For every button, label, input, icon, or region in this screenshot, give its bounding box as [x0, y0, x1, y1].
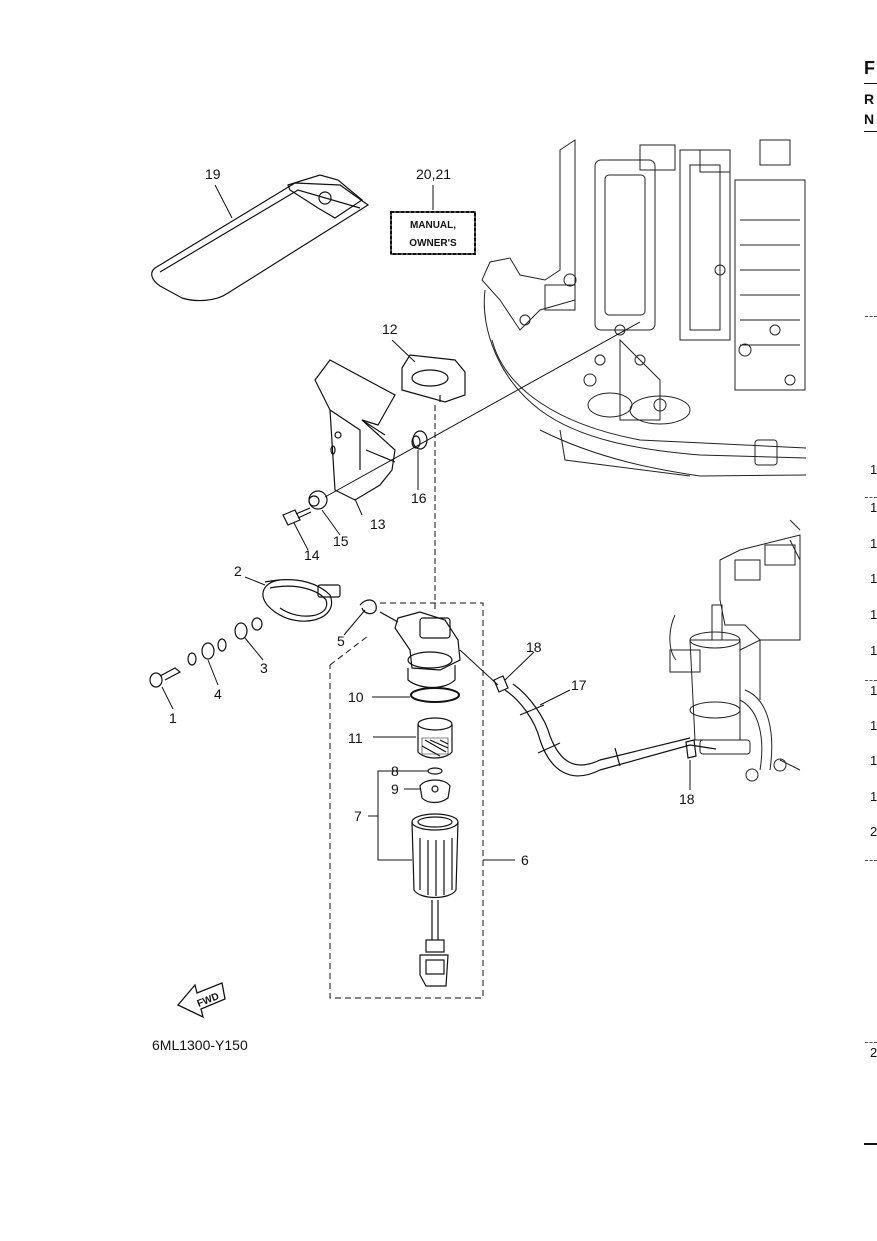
edge-number: 1 — [870, 571, 877, 586]
edge-letter-n: N — [864, 111, 875, 127]
assembly-6-outline — [329, 602, 484, 999]
edge-number: 1 — [870, 683, 877, 698]
o-ring-8-drawing — [427, 767, 443, 775]
filter-head-drawing — [379, 611, 461, 689]
callout-18-top: 18 — [526, 639, 542, 655]
callout-1: 1 — [169, 710, 177, 726]
edge-number: 1 — [870, 536, 877, 551]
fuel-pump-drawing — [669, 519, 801, 782]
callout-12: 12 — [382, 321, 398, 337]
o-ring-10-drawing — [410, 687, 460, 703]
callout-3: 3 — [260, 660, 268, 676]
callout-18-bottom: 18 — [679, 791, 695, 807]
callout-6: 6 — [521, 852, 529, 868]
callout-4: 4 — [214, 686, 222, 702]
union-4-drawing — [187, 638, 227, 666]
diagram-code: 6ML1300-Y150 — [152, 1037, 248, 1053]
callout-10: 10 — [348, 689, 364, 705]
edge-number: 2 — [870, 1045, 877, 1060]
edge-number: 1 — [870, 643, 877, 658]
edge-number: 1 — [870, 607, 877, 622]
edge-rule-3 — [864, 1143, 877, 1145]
callout-11: 11 — [348, 730, 363, 746]
edge-dash — [865, 860, 877, 861]
edge-number: 1 — [870, 462, 877, 477]
callout-14: 14 — [304, 547, 320, 563]
callout-20-21: 20,21 — [416, 166, 452, 182]
callout-16: 16 — [411, 490, 427, 506]
callout-13: 13 — [370, 516, 386, 532]
callout-19: 19 — [205, 166, 221, 182]
fwd-label: FWD — [196, 991, 221, 1010]
callout-9: 9 — [391, 781, 399, 797]
edge-number: 1 — [870, 753, 877, 768]
fuel-hose-2-drawing — [262, 579, 341, 622]
clip-5-drawing — [359, 599, 377, 615]
engine-block-drawing — [481, 139, 807, 477]
edge-rule — [864, 83, 877, 84]
edge-number: 2 — [870, 824, 877, 839]
edge-letter-f: F — [864, 58, 875, 78]
filter-bracket-drawing — [314, 359, 396, 501]
filter-cup-7-drawing — [411, 813, 459, 987]
callout-15: 15 — [333, 533, 349, 549]
callout-8: 8 — [391, 763, 399, 779]
callout-2: 2 — [234, 563, 242, 579]
callout-5: 5 — [337, 633, 345, 649]
grommet-15-drawing — [308, 490, 328, 510]
edge-dash — [865, 497, 877, 498]
edge-letter-r: R — [864, 91, 875, 107]
edge-number: 1 — [870, 718, 877, 733]
filter-clamp-drawing — [401, 354, 466, 403]
callout-leaders — [161, 184, 691, 861]
forward-direction-icon: FWD — [176, 982, 226, 1019]
tool-pouch-drawing — [151, 174, 370, 302]
grommet-16-drawing — [411, 430, 428, 450]
filter-element-11-drawing — [417, 717, 453, 759]
manual-label-line1: MANUAL, — [410, 220, 456, 231]
fuel-hose-17-drawing — [504, 683, 717, 777]
edge-dash — [865, 680, 877, 681]
edge-dash — [865, 316, 877, 317]
bolt-14-drawing — [282, 507, 312, 526]
edge-number: 1 — [870, 500, 877, 515]
hose-joint-3-drawing — [234, 617, 263, 640]
manual-label-line2: OWNER'S — [409, 238, 457, 249]
float-9-drawing — [419, 779, 451, 804]
edge-number: 1 — [870, 789, 877, 804]
owners-manual-drawing: MANUAL, OWNER'S — [390, 211, 476, 255]
callout-7: 7 — [354, 808, 362, 824]
edge-rule-2 — [864, 131, 877, 132]
hose-clamp-18-drawing — [493, 675, 697, 759]
plug-1-drawing — [149, 667, 182, 688]
edge-dash — [865, 1042, 877, 1043]
callout-17: 17 — [571, 677, 587, 693]
